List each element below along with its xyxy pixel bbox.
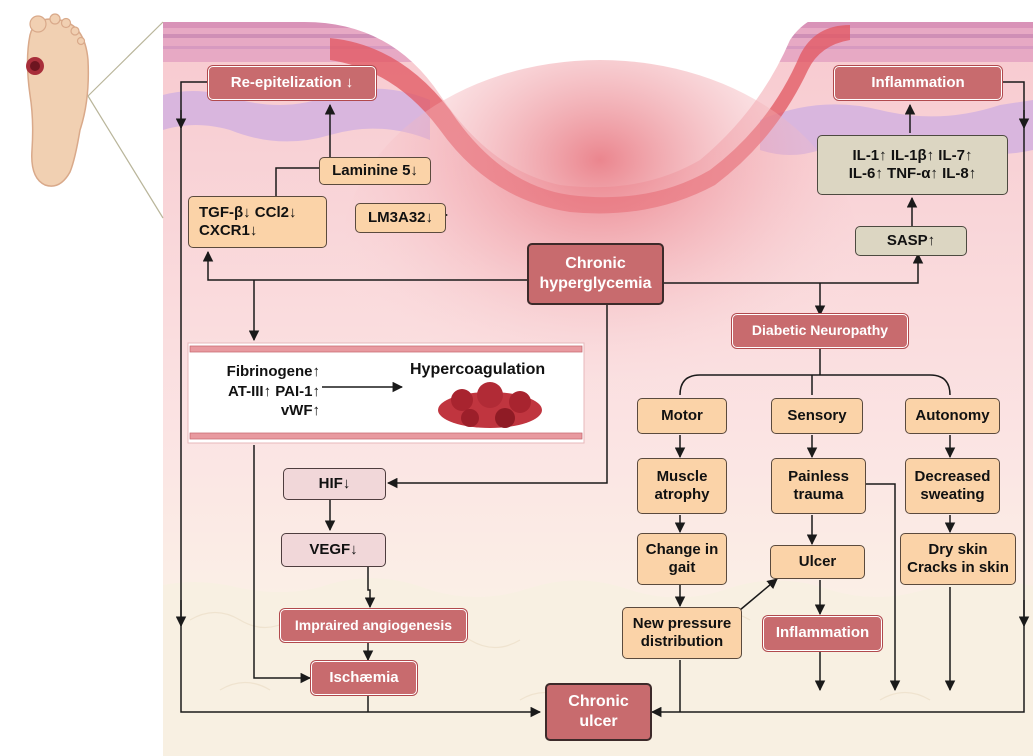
- foot-icon: [26, 13, 90, 187]
- decreased-sweating-box: Decreased sweating: [905, 458, 1000, 514]
- new-pressure-box: New pressure distribution: [622, 607, 742, 659]
- muscle-atrophy-box: Muscle atrophy: [637, 458, 727, 514]
- blood-vessel-icon: [189, 345, 583, 440]
- ischaemia-box: Ischæmia: [311, 661, 417, 695]
- chronic-hyperglycemia-box: Chronic hyperglycemia: [527, 243, 664, 305]
- vegf-box: VEGF↓: [281, 533, 386, 567]
- chronic-ulcer-box: Chronic ulcer: [545, 683, 652, 741]
- change-in-gait-box: Change in gait: [637, 533, 727, 585]
- dry-skin-box: Dry skin Cracks in skin: [900, 533, 1016, 585]
- interleukins-box: IL-1↑ IL-1β↑ IL-7↑ IL-6↑ TNF-α↑ IL-8↑: [817, 135, 1008, 195]
- blood-clot-icon: [438, 382, 542, 428]
- impaired-angiogenesis-box: Impraired angiogenesis: [280, 609, 467, 642]
- hypercoagulation-label: Hypercoagulation: [410, 361, 546, 378]
- lm3a32-box: LM3A32↓: [355, 203, 446, 233]
- hif-box: HIF↓: [283, 468, 386, 500]
- inflammation-bottom-box: Inflammation: [763, 616, 882, 651]
- coagulation-factors-label: Fibrinogene↑ AT-III↑ PAI-1↑ vWF↑: [226, 363, 320, 419]
- sensory-box: Sensory: [771, 398, 863, 434]
- motor-box: Motor: [637, 398, 727, 434]
- diabetic-neuropathy-box: Diabetic Neuropathy: [732, 314, 908, 348]
- ulcer-box: Ulcer: [770, 545, 865, 579]
- laminine-box: Laminine 5↓: [319, 157, 431, 185]
- sasp-box: SASP↑: [855, 226, 967, 256]
- tgf-box: TGF-β↓ CCl2↓ CXCR1↓: [188, 196, 327, 248]
- re-epitelization-box: Re-epitelization ↓: [208, 66, 376, 100]
- painless-trauma-box: Painless trauma: [771, 458, 866, 514]
- autonomy-box: Autonomy: [905, 398, 1000, 434]
- inflammation-top-box: Inflammation: [834, 66, 1002, 100]
